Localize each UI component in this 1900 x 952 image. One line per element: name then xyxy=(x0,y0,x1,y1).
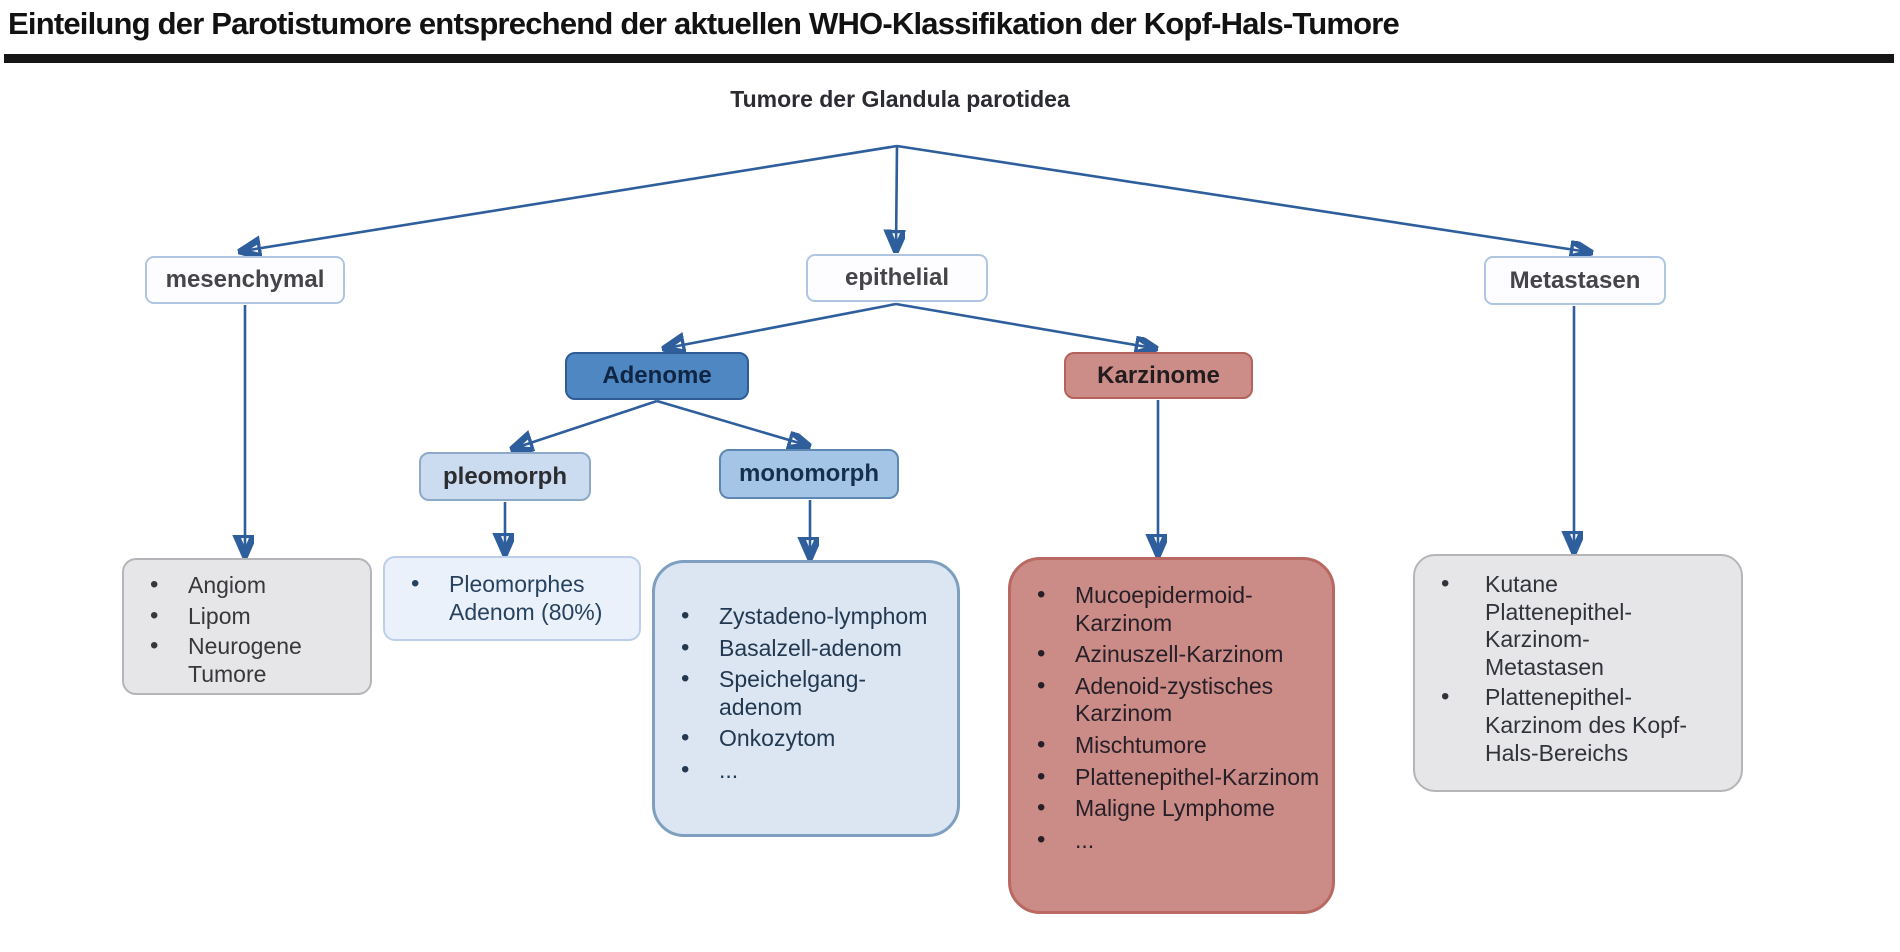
edge-epithelial-adenome xyxy=(667,302,897,348)
node-mesenchymal-label: mesenchymal xyxy=(165,266,325,293)
list-item: Angiom xyxy=(138,571,360,600)
edge-epithelial-karzinome xyxy=(895,302,1153,348)
leaf-box-monomorph-adenomas: Zystadeno-lymphomBasalzell-adenomSpeiche… xyxy=(652,560,960,837)
list-item: ... xyxy=(669,756,933,785)
list-item: Speichelgang-adenom xyxy=(669,665,933,721)
node-pleomorph-label: pleomorph xyxy=(443,462,567,490)
root-node-label: Tumore der Glandula parotidea xyxy=(730,86,1070,112)
list-item: Lipom xyxy=(138,602,360,631)
list-item: Pleomorphes Adenom (80%) xyxy=(399,570,629,626)
list-item: Kutane Plattenepithel-Karzinom-Metastase… xyxy=(1429,570,1701,681)
node-adenome: Adenome xyxy=(565,352,749,400)
node-karzinome: Karzinome xyxy=(1064,352,1253,399)
list-item: Azinuszell-Karzinom xyxy=(1025,640,1320,669)
title-underline xyxy=(4,54,1894,63)
leaf-box-pleomorph-adenoma: Pleomorphes Adenom (80%) xyxy=(383,556,641,641)
node-pleomorph: pleomorph xyxy=(419,452,591,501)
list-item: Mucoepidermoid-Karzinom xyxy=(1025,581,1320,637)
list-item: Zystadeno-lymphom xyxy=(669,602,933,631)
list-item: ... xyxy=(1025,826,1320,855)
node-karzinome-label: Karzinome xyxy=(1097,361,1220,389)
edge-adenome-pleomorph xyxy=(515,399,658,448)
edge-root-metastasen xyxy=(896,144,1588,252)
leaf-box-carcinomas: Mucoepidermoid-KarzinomAzinuszell-Karzin… xyxy=(1008,557,1335,914)
node-metastasen: Metastasen xyxy=(1484,256,1666,305)
list-item: Mischtumore xyxy=(1025,731,1320,760)
node-epithelial-label: epithelial xyxy=(844,264,950,291)
node-monomorph-label: monomorph xyxy=(739,460,879,487)
node-metastasen-label: Metastasen xyxy=(1509,266,1641,294)
list-item: Plattenepithel-Karzinom des Kopf-Hals-Be… xyxy=(1429,683,1701,767)
list-item: Plattenepithel-Karzinom xyxy=(1025,763,1320,792)
node-mesenchymal: mesenchymal xyxy=(145,256,345,304)
list-item: Adenoid-zystisches Karzinom xyxy=(1025,672,1320,728)
node-epithelial: epithelial xyxy=(806,254,988,302)
list-item: Maligne Lymphome xyxy=(1025,794,1320,823)
edge-root-epithelial xyxy=(896,145,897,248)
list-item: Onkozytom xyxy=(669,724,933,753)
list-item: Basalzell-adenom xyxy=(669,634,933,663)
node-adenome-label: Adenome xyxy=(602,362,712,389)
list-item: Neurogene Tumore xyxy=(138,632,360,688)
node-monomorph: monomorph xyxy=(719,449,899,499)
edge-adenome-monomorph xyxy=(656,399,806,445)
page-title: Einteilung der Parotistumore entsprechen… xyxy=(8,6,1400,41)
leaf-box-mesenchymal-tumors: AngiomLipomNeurogene Tumore xyxy=(122,558,372,695)
edge-root-mesenchymal xyxy=(243,144,898,251)
leaf-box-metastases: Kutane Plattenepithel-Karzinom-Metastase… xyxy=(1413,554,1743,792)
